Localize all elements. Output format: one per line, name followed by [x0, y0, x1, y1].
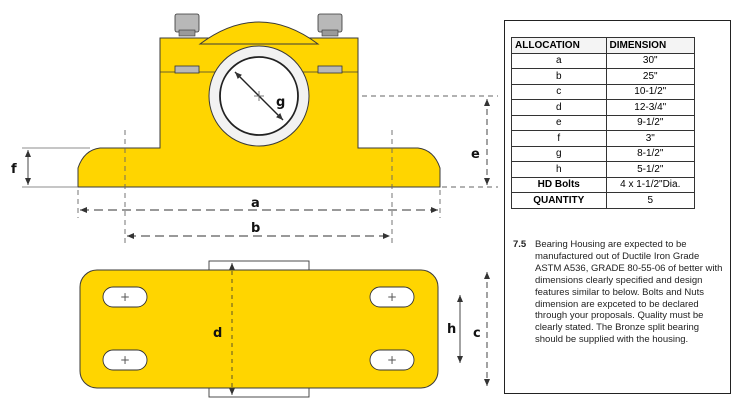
bolt-slot-bottom-right: +	[369, 349, 415, 371]
label-f: f	[11, 162, 17, 177]
bearing-housing-drawing: g a b f e + +	[11, 13, 498, 398]
dimension-c: c	[473, 272, 490, 386]
dimension-h: h	[447, 295, 463, 363]
label-a: a	[251, 196, 260, 211]
bolt-left	[174, 13, 200, 74]
allocation-cell: QUANTITY	[511, 192, 607, 209]
allocation-cell: b	[511, 68, 607, 85]
header-dimension: DIMENSION	[605, 37, 695, 54]
dimension-cell: 9-1/2"	[605, 114, 695, 131]
specification-note: 7.5 Bearing Housing are expected to be m…	[513, 239, 723, 346]
header-allocation: ALLOCATION	[511, 37, 607, 54]
allocation-cell: h	[511, 161, 607, 178]
allocation-cell: f	[511, 130, 607, 147]
bolt-right	[317, 13, 343, 74]
dimension-f: f	[11, 147, 90, 188]
label-h: h	[447, 322, 456, 337]
svg-text:+: +	[120, 353, 130, 367]
svg-text:+: +	[387, 353, 397, 367]
dimension-cell: 8-1/2"	[605, 145, 695, 162]
allocation-cell: HD Bolts	[511, 176, 607, 193]
label-d: d	[213, 326, 222, 341]
bolt-slot-top-right: +	[369, 286, 415, 308]
plan-base	[79, 269, 439, 389]
note-number: 7.5	[513, 239, 527, 250]
allocation-cell: d	[511, 99, 607, 116]
dimension-cell: 4 x 1-1/2"Dia.	[605, 176, 695, 193]
dimension-cell: 5-1/2"	[605, 161, 695, 178]
label-c: c	[473, 326, 481, 341]
allocation-cell: c	[511, 83, 607, 100]
housing-cap	[198, 21, 320, 45]
bolt-slot-bottom-left: +	[102, 349, 148, 371]
dimension-e: e	[471, 99, 490, 185]
label-e: e	[471, 147, 480, 162]
dimension-b: b	[127, 221, 390, 239]
table-header-row: ALLOCATION DIMENSION	[511, 37, 695, 54]
bolt-slot-top-left: +	[102, 286, 148, 308]
dimension-cell: 30"	[605, 52, 695, 69]
label-b: b	[251, 221, 260, 236]
allocation-cell: g	[511, 145, 607, 162]
label-g: g	[276, 95, 285, 110]
svg-text:+: +	[120, 290, 130, 304]
allocation-cell: e	[511, 114, 607, 131]
svg-text:+: +	[387, 290, 397, 304]
dimension-cell: 3"	[605, 130, 695, 147]
allocation-cell: a	[511, 52, 607, 69]
dimension-cell: 10-1/2"	[605, 83, 695, 100]
note-text: Bearing Housing are expected to be manuf…	[535, 239, 723, 346]
front-extension-lines	[77, 95, 498, 244]
plan-view: + + + + d	[79, 260, 439, 398]
dimension-cell: 12-3/4"	[605, 99, 695, 116]
dimension-cell: 25"	[605, 68, 695, 85]
dimension-a: a	[80, 196, 438, 213]
front-view: g	[77, 13, 441, 188]
dimension-cell: 5	[605, 192, 695, 209]
